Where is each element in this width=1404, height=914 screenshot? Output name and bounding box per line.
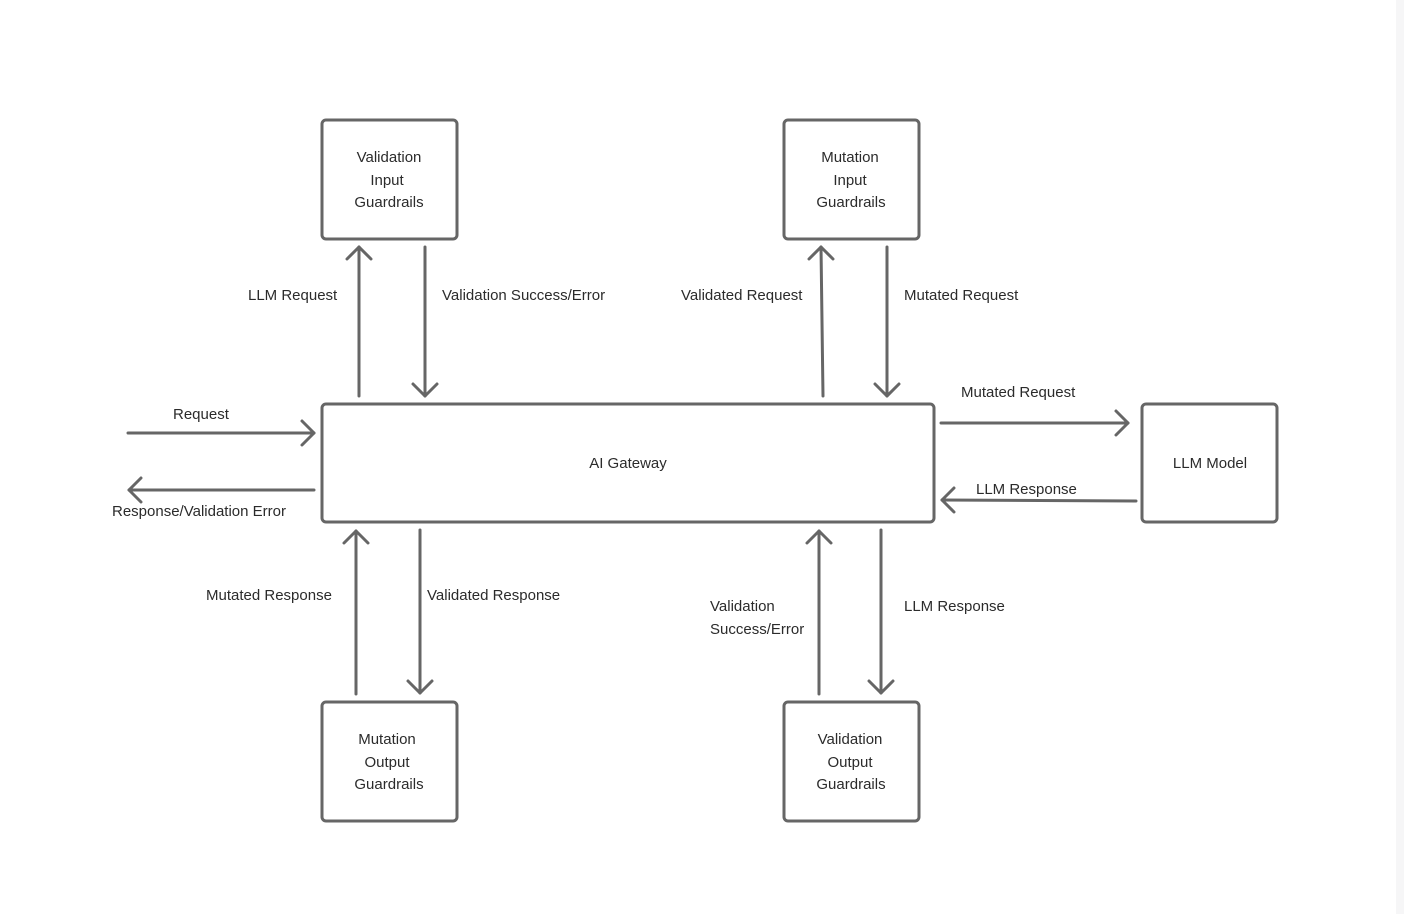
mutation-output-guardrails-box: Mutation Output Guardrails (320, 700, 459, 823)
response-validation-error-arrow (127, 476, 316, 504)
validation-input-line2: Input (370, 172, 404, 189)
validation-output-line3: Guardrails (816, 776, 885, 793)
request-arrow (126, 419, 316, 447)
mutated-request-top-label: Mutated Request (904, 287, 1019, 304)
mutation-input-line3: Guardrails (816, 194, 885, 211)
mutation-output-line1: Mutation (358, 731, 416, 748)
llm-request-arrow (345, 245, 373, 398)
validation-output-line1: Validation (818, 731, 883, 748)
llm-response-bottom-label: LLM Response (904, 598, 1005, 615)
validation-input-line1: Validation (357, 149, 422, 166)
mutated-request-top-arrow (873, 245, 901, 398)
mutated-request-right-label: Mutated Request (961, 384, 1076, 401)
mutated-response-label: Mutated Response (206, 587, 332, 604)
mutation-input-guardrails-box: Mutation Input Guardrails (782, 118, 921, 241)
llm-model-label: LLM Model (1173, 455, 1247, 472)
validation-success-error-bottom-line2: Success/Error (710, 621, 804, 638)
mutation-input-line1: Mutation (821, 149, 879, 166)
llm-request-label: LLM Request (248, 287, 338, 304)
llm-model-box: LLM Model (1140, 402, 1279, 524)
right-edge-shade (1396, 0, 1404, 914)
validation-success-error-label: Validation Success/Error (442, 287, 605, 304)
validation-output-guardrails-box: Validation Output Guardrails (782, 700, 921, 823)
llm-response-right-label: LLM Response (976, 481, 1077, 498)
validation-success-error-bottom-line1: Validation (710, 598, 775, 615)
validated-request-arrow (807, 245, 835, 398)
validation-input-line3: Guardrails (354, 194, 423, 211)
mutated-request-right-arrow (939, 409, 1130, 437)
validation-success-error-arrow (411, 245, 439, 398)
validated-response-arrow (406, 528, 434, 695)
mutation-output-line3: Guardrails (354, 776, 423, 793)
request-label: Request (173, 406, 230, 423)
mutation-output-line2: Output (364, 754, 410, 771)
validation-input-guardrails-box: Validation Input Guardrails (320, 118, 459, 241)
ai-gateway-label: AI Gateway (589, 455, 667, 472)
llm-response-bottom-arrow (867, 528, 895, 695)
mutated-response-arrow (342, 529, 370, 696)
ai-gateway-box: AI Gateway (320, 402, 936, 524)
validation-output-line2: Output (827, 754, 873, 771)
validated-request-label: Validated Request (681, 287, 803, 304)
validated-response-label: Validated Response (427, 587, 560, 604)
llm-response-right-arrow (940, 486, 1138, 514)
mutation-input-line2: Input (833, 172, 867, 189)
response-validation-error-label: Response/Validation Error (112, 503, 286, 520)
validation-success-error-bottom-arrow (805, 529, 833, 696)
